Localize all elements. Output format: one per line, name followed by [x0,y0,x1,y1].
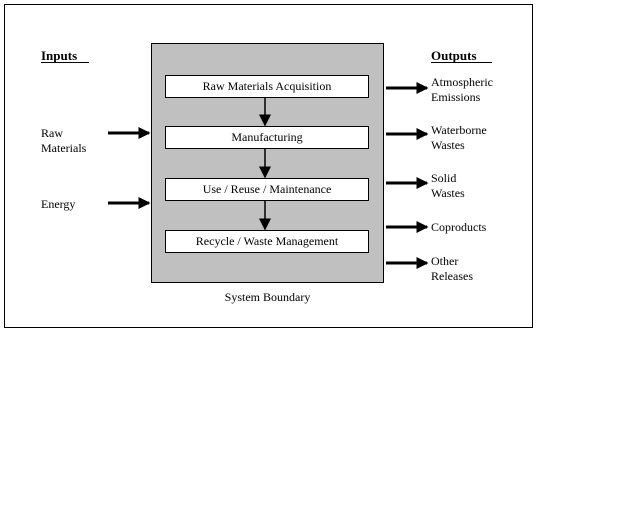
input-label-line: Raw [41,126,63,140]
output-label-line: Other [431,254,459,268]
input-label-energy: Energy [41,197,75,212]
output-label-line: Atmospheric [431,75,493,89]
stage-recycle-waste-management: Recycle / Waste Management [165,230,369,253]
inputs-header-underline [41,62,89,63]
input-label-line: Energy [41,197,76,211]
system-boundary-label: System Boundary [224,290,311,304]
output-label-line: Wastes [431,138,465,152]
inputs-header: Inputs [41,48,78,63]
output-label-line: Emissions [431,90,481,104]
output-label-solid-wastes: Solid Wastes [431,171,465,201]
stage-raw-materials-acquisition: Raw Materials Acquisition [165,75,369,98]
input-label-raw-materials: Raw Materials [41,126,86,156]
output-label-line: Coproducts [431,220,487,234]
output-label-line: Releases [431,269,473,283]
stage-manufacturing: Manufacturing [165,126,369,149]
outputs-header-underline [431,62,492,63]
output-label-atmospheric-emissions: Atmospheric Emissions [431,75,493,105]
output-label-other-releases: Other Releases [431,254,473,284]
stage-use-reuse-maintenance: Use / Reuse / Maintenance [165,178,369,201]
output-label-line: Waterborne [431,123,487,137]
outputs-header: Outputs [431,48,477,63]
input-label-line: Materials [41,141,87,155]
output-label-line: Wastes [431,186,465,200]
output-label-coproducts: Coproducts [431,220,486,235]
output-label-waterborne-wastes: Waterborne Wastes [431,123,487,153]
output-label-line: Solid [431,171,457,185]
